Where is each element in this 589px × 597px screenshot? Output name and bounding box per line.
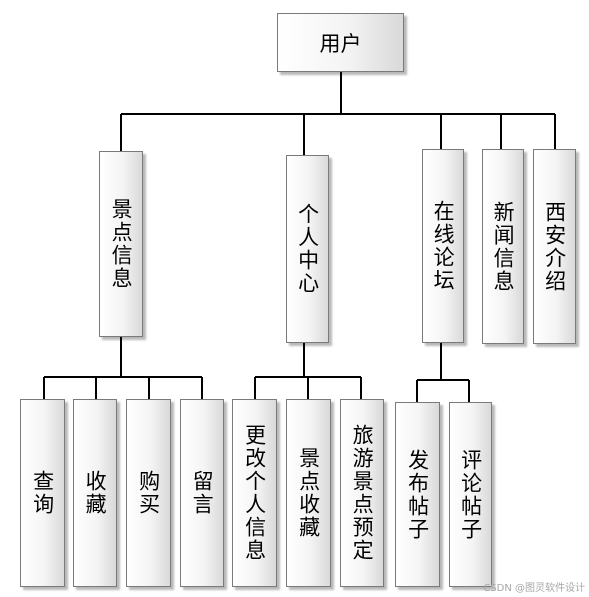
node-label: 在线论坛 xyxy=(431,200,456,292)
node-xian-intro: 西安介绍 xyxy=(533,149,576,344)
node-online-forum: 在线论坛 xyxy=(422,149,464,343)
node-label: 景点收藏 xyxy=(296,447,321,539)
node-label: 景点信息 xyxy=(109,198,134,290)
node-label: 西安介绍 xyxy=(542,200,567,293)
node-label: 留言 xyxy=(190,470,215,516)
node-label: 查询 xyxy=(30,470,55,516)
node-edit-profile: 更改个人信息 xyxy=(232,399,277,587)
node-news-info: 新闻信息 xyxy=(482,149,524,344)
node-label: 个人中心 xyxy=(295,203,320,295)
node-label: 评论帖子 xyxy=(458,448,483,541)
watermark-text: CSDN @图灵软件设计 xyxy=(483,583,585,594)
node-personal-center: 个人中心 xyxy=(286,155,329,343)
root-node-user: 用户 xyxy=(277,13,404,72)
node-label: 新闻信息 xyxy=(491,200,516,293)
root-node-label: 用户 xyxy=(319,31,362,56)
node-label: 发布帖子 xyxy=(405,448,430,541)
node-scenic-favorites: 景点收藏 xyxy=(286,399,331,587)
node-label: 更改个人信息 xyxy=(242,424,267,562)
node-post-topic: 发布帖子 xyxy=(395,402,440,587)
node-comment-topic: 评论帖子 xyxy=(449,402,492,587)
node-query: 查询 xyxy=(20,399,65,587)
node-tour-booking: 旅游景点预定 xyxy=(340,399,384,587)
node-purchase: 购买 xyxy=(126,399,171,587)
node-favorite: 收藏 xyxy=(73,399,117,587)
node-label: 购买 xyxy=(136,470,161,516)
node-label: 旅游景点预定 xyxy=(350,424,375,562)
node-scenic-info: 景点信息 xyxy=(99,151,143,337)
node-label: 收藏 xyxy=(83,470,108,516)
node-message: 留言 xyxy=(180,399,224,587)
